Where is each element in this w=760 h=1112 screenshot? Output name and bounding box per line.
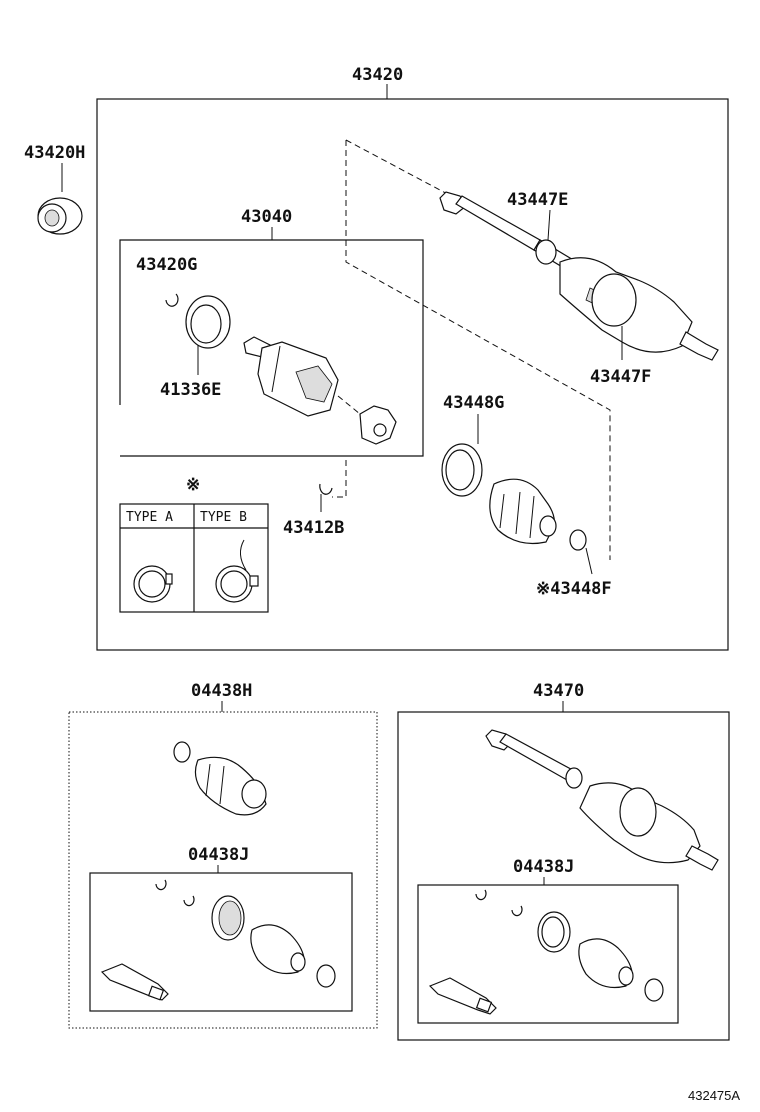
label-43420H[interactable]: 43420H xyxy=(24,143,85,163)
label-43470[interactable]: 43470 xyxy=(533,681,584,701)
diagram-reference-number: 432475A xyxy=(688,1088,740,1103)
kit-04438J-right-frame xyxy=(417,884,679,1024)
boot-04438H xyxy=(173,741,267,816)
label-43448G[interactable]: 43448G xyxy=(443,393,504,413)
boot-clamp-43448G xyxy=(441,443,483,497)
label-41336E[interactable]: 41336E xyxy=(160,380,221,400)
label-04438J-left[interactable]: 04438J xyxy=(188,845,249,865)
label-43447E[interactable]: 43447E xyxy=(507,190,568,210)
bearing-43420H xyxy=(37,197,83,235)
assembly-43420-frame xyxy=(96,84,729,651)
kit-04438H-frame xyxy=(68,711,378,1029)
dashed-outline-outboard xyxy=(332,139,611,560)
clamp-type-b-icon xyxy=(215,539,259,603)
drive-shaft-outboard xyxy=(439,191,719,361)
label-43412B[interactable]: 43412B xyxy=(283,518,344,538)
snap-ring-43420G xyxy=(165,293,179,307)
clamp-type-a-icon xyxy=(133,565,173,603)
kit-04438J-right-parts xyxy=(428,889,664,1015)
small-clamp-43448F xyxy=(569,529,587,551)
legend-type-b: TYPE B xyxy=(200,510,247,525)
boot-clamp-43447E xyxy=(535,239,557,265)
kit-04438J-left-frame xyxy=(89,872,353,1012)
label-43040[interactable]: 43040 xyxy=(241,207,292,227)
label-43447F[interactable]: 43447F xyxy=(590,367,651,387)
drive-shaft-43470 xyxy=(485,729,719,871)
label-04438J-right[interactable]: 04438J xyxy=(513,857,574,877)
assembly-43470-frame xyxy=(397,711,730,1041)
legend-mark: ※ xyxy=(186,475,200,495)
tripod-spider xyxy=(337,395,397,445)
label-43420[interactable]: 43420 xyxy=(352,65,403,85)
subassembly-43040-frame xyxy=(119,239,424,457)
boot-clamp-43447F xyxy=(591,273,637,327)
label-04438H[interactable]: 04438H xyxy=(191,681,252,701)
label-43448F[interactable]: ※43448F xyxy=(536,579,612,599)
inner-joint-housing xyxy=(243,336,339,417)
label-43420G[interactable]: 43420G xyxy=(136,255,197,275)
kit-04438J-left-parts xyxy=(100,879,336,1001)
ring-41336E xyxy=(185,295,231,349)
clamp-type-legend xyxy=(119,503,269,613)
snap-ring-43412B xyxy=(319,483,333,495)
inboard-boot xyxy=(489,478,557,545)
legend-type-a: TYPE A xyxy=(126,510,173,525)
